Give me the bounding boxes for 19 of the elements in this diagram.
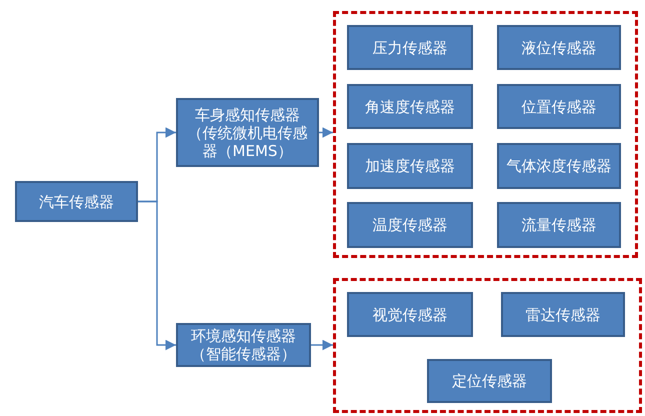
sensor-box: 流量传感器 [497,202,621,248]
sensor-box: 温度传感器 [347,202,473,248]
sensor-box: 车身感知传感器（传统微机电传感器（MEMS） [176,98,319,167]
dashed-group-frame [333,11,638,258]
sensor-box: 汽车传感器 [15,181,138,222]
sensor-box: 环境感知传感器（智能传感器） [176,323,311,367]
dashed-group-frame [333,278,642,413]
sensor-box: 压力传感器 [347,25,473,70]
arrow [138,200,176,350]
arrow [311,340,333,350]
sensor-box: 视觉传感器 [347,292,473,337]
arrow [319,127,333,138]
sensor-box: 角速度传感器 [347,84,473,129]
sensor-box: 位置传感器 [497,84,621,129]
sensor-box: 定位传感器 [427,359,552,403]
sensor-box: 雷达传感器 [501,292,625,337]
sensor-box: 加速度传感器 [347,143,473,189]
sensor-box: 气体浓度传感器 [497,143,621,189]
sensor-box: 液位传感器 [497,25,621,70]
